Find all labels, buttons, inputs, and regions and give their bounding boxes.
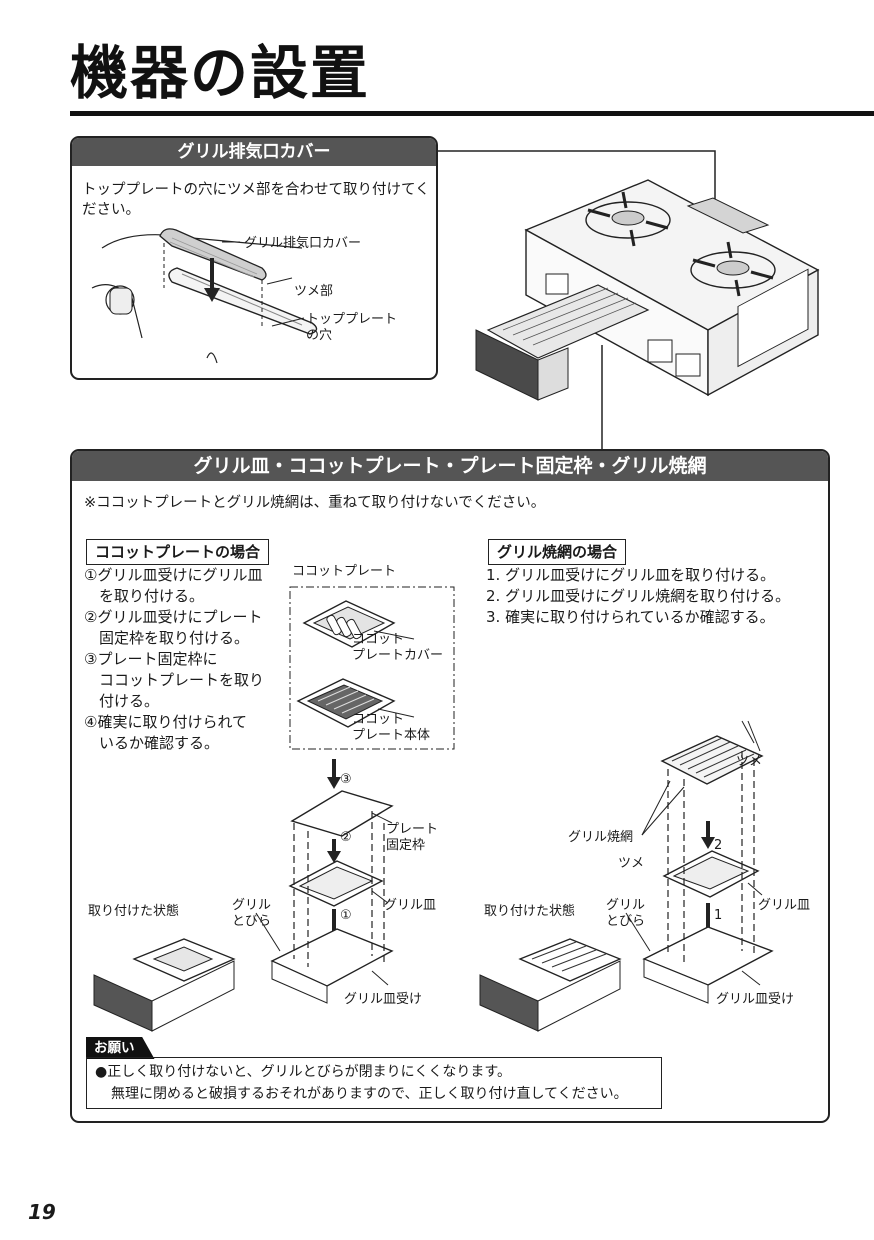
step-mark-3: ③ bbox=[340, 772, 352, 787]
cocotte-step-4: ④確実に取り付けられて bbox=[84, 713, 248, 731]
cocotte-step-1-cont: を取り付ける。 bbox=[99, 587, 205, 605]
cocotte-step-4-cont: いるか確認する。 bbox=[99, 734, 220, 752]
net-door-label-2: とびら bbox=[606, 914, 646, 929]
net-label: グリル焼網 bbox=[568, 830, 634, 845]
cocotte-body-label-1: ココット bbox=[352, 712, 405, 727]
cocotte-step-3: ③プレート固定枠に bbox=[84, 650, 218, 668]
cocotte-door-label-2: とびら bbox=[232, 914, 272, 929]
step-mark-2: ② bbox=[340, 830, 352, 845]
page-title: 機器の設置 bbox=[70, 39, 371, 107]
cocotte-step-3-cont1: ココットプレートを取り bbox=[99, 671, 265, 689]
cocotte-steps: ①グリル皿受けにグリル皿 を取り付ける。 ②グリル皿受けにプレート 固定枠を取り… bbox=[84, 565, 289, 754]
request-heading: お願い bbox=[86, 1037, 155, 1059]
cover-label: グリル排気口カバー bbox=[244, 236, 362, 251]
step-mark-1: ① bbox=[340, 908, 352, 923]
net-pan-holder-label: グリル皿受け bbox=[716, 992, 795, 1007]
net-tab-top-label: ツメ bbox=[736, 754, 763, 769]
request-box: ●正しく取り付けないと、グリルとびらが閉まりにくくなります。 無理に閉めると破損… bbox=[86, 1057, 662, 1109]
cocotte-step-2: ②グリル皿受けにプレート bbox=[84, 608, 263, 626]
cocotte-step-1: ①グリル皿受けにグリル皿 bbox=[84, 566, 263, 584]
cocotte-pan-holder-label: グリル皿受け bbox=[344, 992, 423, 1007]
cocotte-cover-label-1: ココット bbox=[352, 632, 405, 647]
cocotte-step-2-cont: 固定枠を取り付ける。 bbox=[99, 629, 250, 647]
net-steps: 1. グリル皿受けにグリル皿を取り付ける。 2. グリル皿受けにグリル焼網を取り… bbox=[486, 565, 816, 628]
cocotte-step-3-cont2: 付ける。 bbox=[99, 692, 160, 710]
request-line-1: ●正しく取り付けないと、グリルとびらが閉まりにくくなります。 bbox=[95, 1064, 511, 1080]
net-tab-label: ツメ bbox=[618, 856, 645, 871]
grill-section-heading: グリル皿・ココットプレート・プレート固定枠・グリル焼網 bbox=[72, 451, 828, 481]
tab-label: ツメ部 bbox=[294, 284, 334, 299]
cocotte-case-title: ココットプレートの場合 bbox=[86, 539, 270, 565]
hole-label-line1: トッププレート bbox=[306, 312, 398, 327]
cocotte-cover-label-2: プレートカバー bbox=[352, 648, 444, 663]
net-step-3: 3. 確実に取り付けられているか確認する。 bbox=[486, 608, 775, 626]
net-step-2: 2. グリル皿受けにグリル焼網を取り付ける。 bbox=[486, 587, 791, 605]
cocotte-body-label-2: プレート本体 bbox=[352, 728, 431, 743]
net-grill-pan-label: グリル皿 bbox=[758, 898, 811, 913]
page-number: 19 bbox=[28, 1200, 56, 1224]
cover-illustration bbox=[91, 228, 318, 364]
title-underline bbox=[70, 111, 874, 116]
cover-section: グリル排気口カバー トッププレートの穴にツメ部を合わせて取り付けてください。 グ… bbox=[70, 136, 438, 380]
hole-label-line2: の穴 bbox=[306, 328, 333, 343]
net-door-label-1: グリル bbox=[606, 898, 646, 913]
cocotte-grill-pan-label: グリル皿 bbox=[384, 898, 437, 913]
cocotte-diagram bbox=[93, 586, 774, 1032]
frame-label-2: 固定枠 bbox=[386, 838, 426, 853]
cocotte-plate-label: ココットプレート bbox=[292, 564, 397, 579]
frame-label-1: プレート bbox=[386, 822, 439, 837]
net-step-mark-1: 1 bbox=[714, 908, 723, 923]
cover-section-heading: グリル排気口カバー bbox=[72, 138, 436, 166]
net-step-mark-2: 2 bbox=[714, 838, 723, 853]
cocotte-door-label-1: グリル bbox=[232, 898, 272, 913]
net-installed-label: 取り付けた状態 bbox=[484, 904, 576, 919]
request-line-2: 無理に閉めると破損するおそれがありますので、正しく取り付け直してください。 bbox=[111, 1086, 628, 1102]
net-case-title: グリル焼網の場合 bbox=[488, 539, 627, 565]
grill-section: グリル皿・ココットプレート・プレート固定枠・グリル焼網 ※ココットプレートとグリ… bbox=[70, 449, 830, 1123]
net-step-1: 1. グリル皿受けにグリル皿を取り付ける。 bbox=[486, 566, 776, 584]
cooktop-illustration bbox=[475, 179, 820, 401]
cocotte-installed-label: 取り付けた状態 bbox=[88, 904, 180, 919]
cover-instruction: トッププレートの穴にツメ部を合わせて取り付けてください。 bbox=[82, 182, 430, 218]
grill-warning: ※ココットプレートとグリル焼網は、重ねて取り付けないでください。 bbox=[84, 495, 546, 511]
